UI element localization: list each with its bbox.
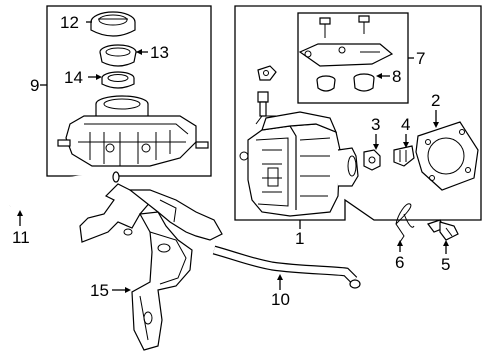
booster-group-frame	[234, 5, 482, 221]
grommet-part	[316, 73, 375, 92]
callout-2: 2	[431, 91, 440, 110]
callout-12: 12	[60, 13, 79, 32]
bracket-part-15	[79, 183, 223, 351]
hose-part-10	[212, 245, 361, 289]
seal-ring-part	[101, 71, 135, 89]
reservoir-group-frame	[46, 5, 212, 177]
callout-13: 13	[150, 43, 169, 62]
callout-8: 8	[392, 67, 401, 86]
hose-part-11	[8, 171, 120, 210]
switch-part-5	[427, 219, 459, 241]
reservoir-body-part	[57, 95, 209, 167]
gasket-part	[415, 121, 479, 191]
strainer-part	[99, 44, 137, 67]
callout-11: 11	[12, 228, 30, 247]
callout-5: 5	[441, 255, 450, 274]
nut-part	[363, 149, 381, 171]
callout-4: 4	[401, 115, 410, 134]
screw-part	[319, 15, 370, 38]
callout-6: 6	[395, 253, 404, 272]
callout-1: 1	[295, 229, 304, 248]
reservoir-cap-part	[90, 11, 136, 37]
brake-booster-part	[239, 111, 359, 217]
callout-3: 3	[371, 115, 380, 134]
callout-9: 9	[30, 76, 39, 95]
clevis-part	[393, 145, 415, 167]
clip-part	[257, 65, 277, 81]
clip-part-6	[395, 203, 415, 243]
callout-14: 14	[64, 68, 83, 87]
callout-15: 15	[90, 281, 109, 300]
reservoir-group	[40, 5, 212, 177]
booster-group	[234, 5, 482, 229]
callout-7: 7	[416, 49, 425, 68]
sensor-part	[257, 91, 269, 117]
valve-bracket-part	[298, 43, 394, 67]
callout-10: 10	[271, 290, 290, 309]
